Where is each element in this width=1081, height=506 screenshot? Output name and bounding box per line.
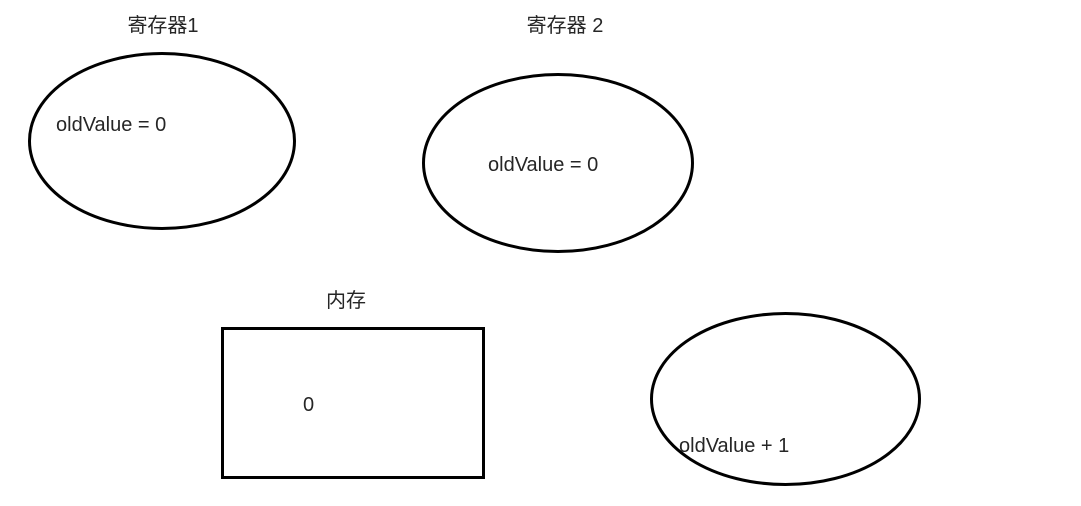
computed-value-ellipse bbox=[650, 312, 921, 486]
register2-title: 寄存器 2 bbox=[526, 15, 604, 37]
register1-title: 寄存器1 bbox=[127, 15, 199, 37]
memory-title: 内存 bbox=[326, 290, 366, 312]
register2-ellipse bbox=[422, 73, 694, 253]
memory-rectangle bbox=[221, 327, 485, 479]
register1-ellipse bbox=[28, 52, 296, 230]
